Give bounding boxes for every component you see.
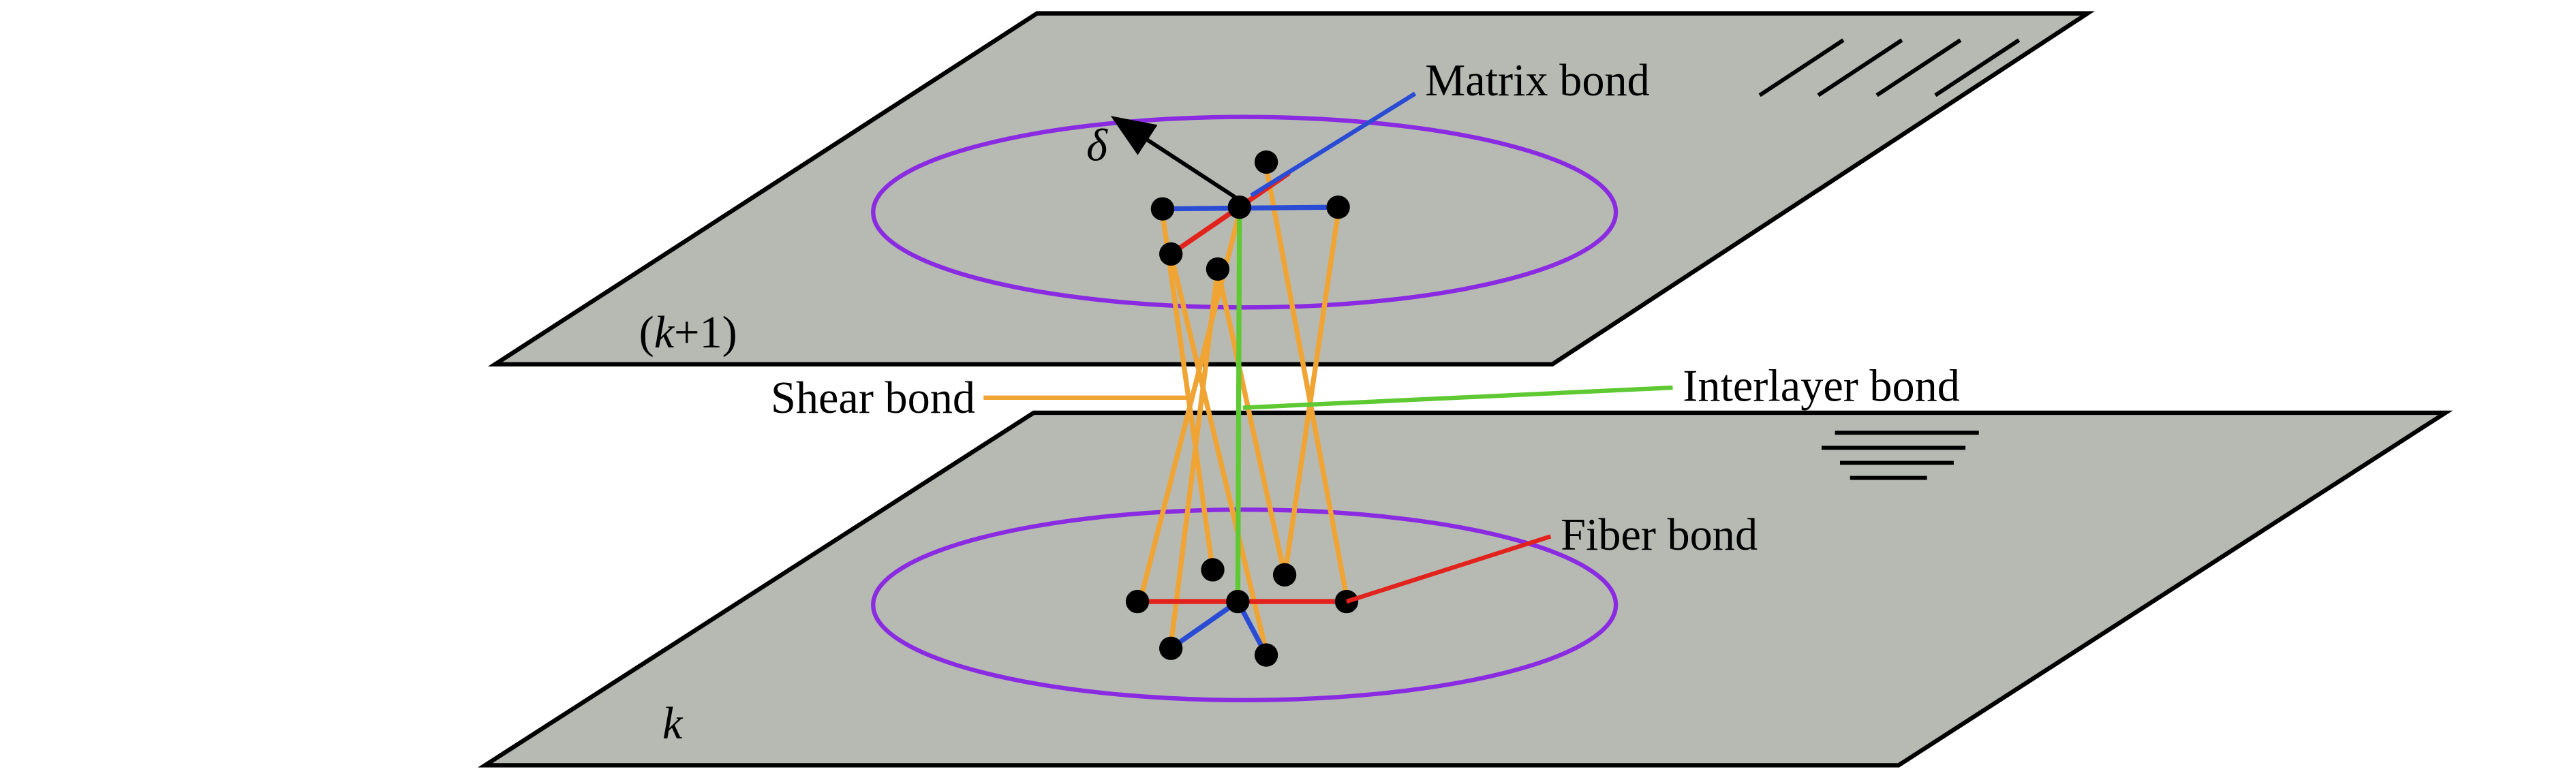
layer-k1-label-rest: +1) [674, 308, 737, 358]
shear-bond-line [1215, 266, 1287, 578]
shear-bond-line [1263, 164, 1349, 599]
hatch-line-icon [1817, 38, 1903, 97]
particle-dot [1227, 196, 1251, 219]
horizon-ellipse-top [871, 114, 1619, 310]
interlayer-bond-line [1235, 204, 1242, 604]
particle-dot [1272, 563, 1297, 586]
matrix-bond-leader [1250, 91, 1417, 198]
hatch-line-icon [1875, 38, 1962, 97]
particle-dot [1206, 257, 1230, 281]
layer-k1-label-open: ( [639, 308, 654, 358]
plate-layer-k1 [487, 11, 2095, 366]
top-plate-hatch-marks [1758, 38, 2021, 97]
layer-k1-label-k: k [654, 308, 675, 358]
particle-dot [1201, 558, 1225, 582]
delta-label: δ [1086, 121, 1108, 171]
bottom-plate-hatch-marks [1822, 431, 1979, 480]
interlayer-bond-leader [1242, 385, 1673, 410]
shear-bond-line [1282, 209, 1341, 579]
particle-dot [1326, 196, 1350, 219]
shear-bond-label: Shear bond [771, 373, 975, 423]
shear-bond-line [1168, 251, 1269, 655]
matrix-bond-line-bottom-left [1168, 599, 1241, 651]
plate-layer-k [477, 410, 2453, 768]
particles-bottom-layer [1125, 558, 1359, 667]
layer-k-label: k [662, 699, 684, 749]
horizon-ellipse-bottom [871, 507, 1619, 702]
interlayer-bond-label: Interlayer bond [1683, 362, 1960, 411]
hatch-line-icon [1758, 38, 1845, 97]
particles-top-layer [1150, 150, 1350, 281]
particle-dot [1254, 643, 1278, 667]
shear-bonds [1138, 164, 1349, 655]
particle-dot [1226, 589, 1250, 614]
particle-dot [1125, 589, 1150, 614]
particle-dot [1159, 242, 1183, 266]
particle-dot [1254, 150, 1278, 174]
delta-radius-arrow [1110, 116, 1244, 204]
matrix-bond-label: Matrix bond [1425, 56, 1649, 106]
layer-k1-label: (k+1) [639, 308, 737, 358]
fiber-bond-leader [1345, 534, 1552, 604]
fiber-bond-label: Fiber bond [1561, 510, 1758, 560]
particle-dot [1150, 197, 1175, 221]
hatch-line-icon [1934, 38, 2021, 97]
particle-dot [1159, 636, 1183, 660]
shear-bond-line [1160, 211, 1216, 573]
